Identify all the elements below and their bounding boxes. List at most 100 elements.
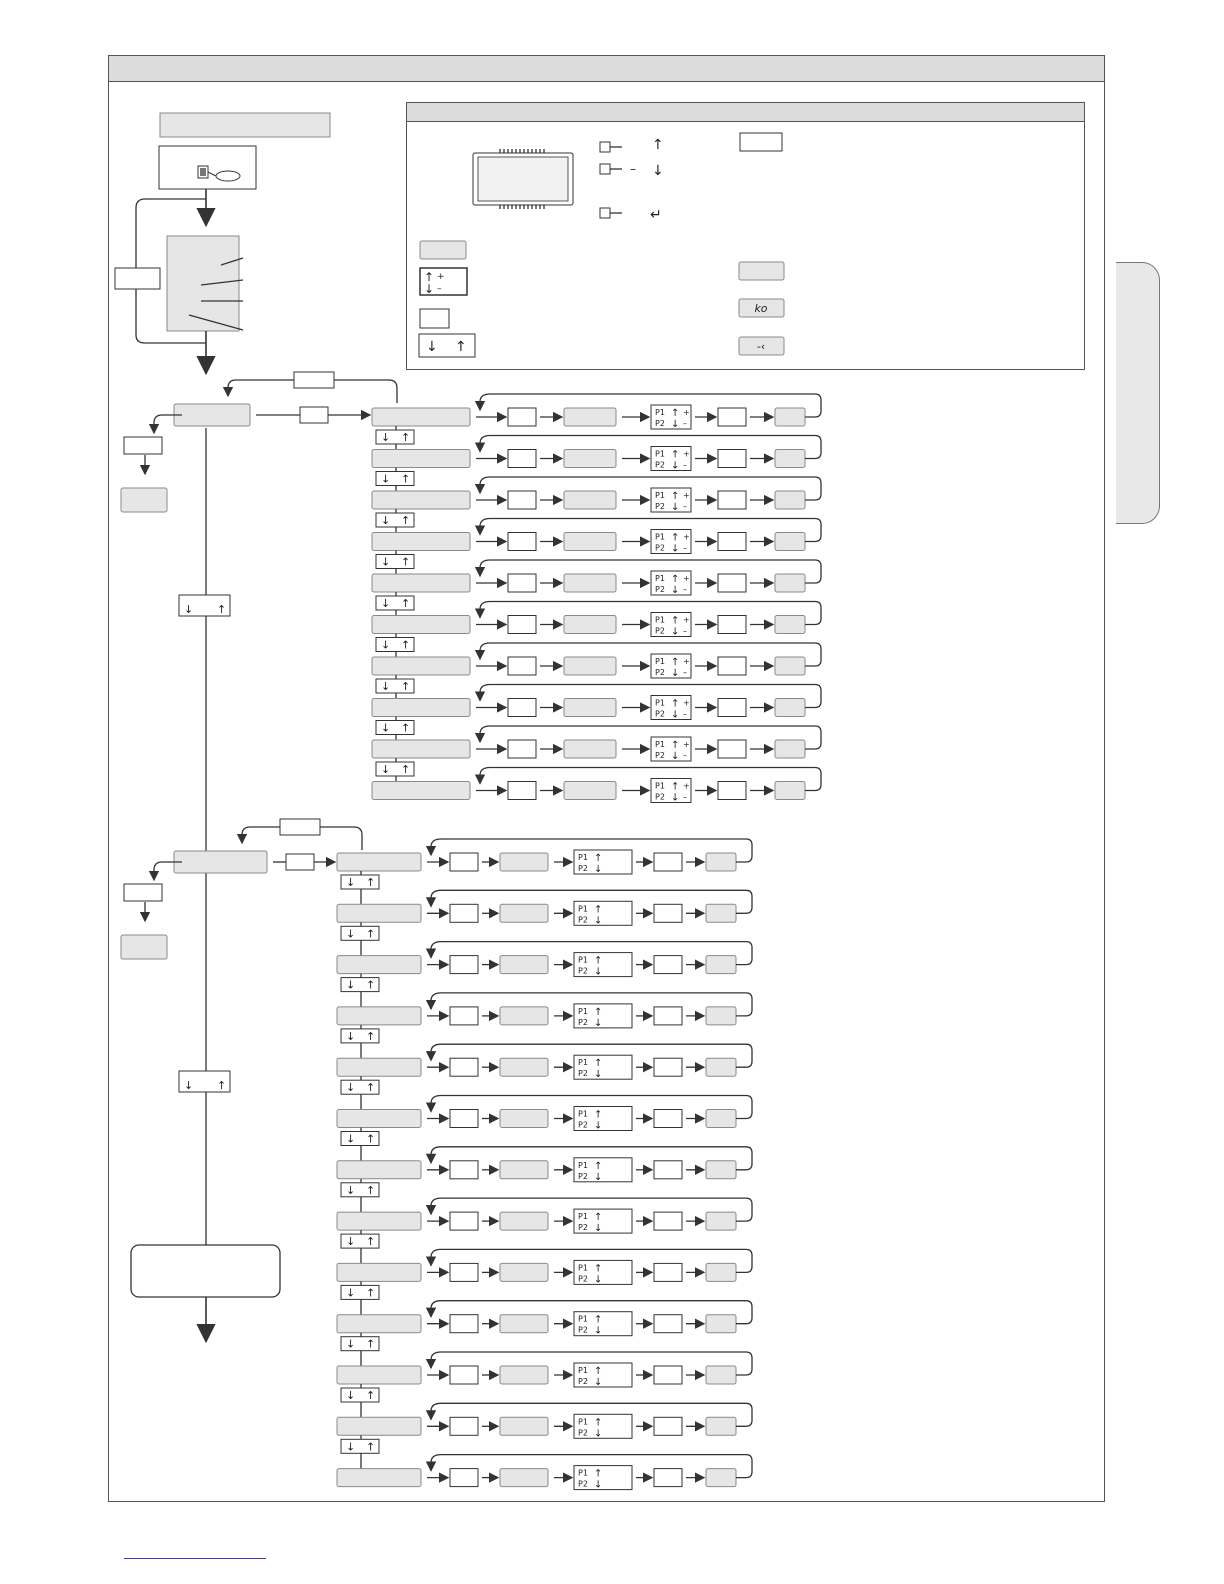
menu1-row-5[interactable] [371, 573, 471, 593]
menu1-row-nav-1[interactable]: ↓↑ [375, 429, 415, 445]
menu2-row-5[interactable] [336, 1057, 422, 1077]
footer-link-underline[interactable] [124, 1558, 266, 1559]
svg-text:↑: ↑ [594, 1161, 602, 1172]
svg-text:↓: ↓ [346, 1389, 355, 1402]
svg-text:–: – [683, 627, 687, 636]
menu1-row-nav-9[interactable]: ↓↑ [375, 761, 415, 777]
menu2-row-nav-7[interactable]: ↓↑ [340, 1182, 380, 1198]
menu1-row-9[interactable] [371, 739, 471, 759]
menu2-return-loop-12 [425, 1402, 753, 1427]
menu2-row-4[interactable] [336, 1006, 422, 1026]
menu1-row-4[interactable] [371, 532, 471, 551]
menu2-row-9[interactable] [336, 1262, 422, 1282]
menu2-confirm-box-12 [653, 1416, 683, 1436]
menu2-row-nav-10[interactable]: ↓↑ [340, 1336, 380, 1352]
svg-text:↑: ↑ [366, 1235, 375, 1248]
svg-text:ko: ko [754, 302, 767, 315]
svg-text:↑: ↑ [366, 1081, 375, 1094]
menu1-row-nav-7[interactable]: ↓↑ [375, 678, 415, 694]
menu2-row-nav-8[interactable]: ↓↑ [340, 1233, 380, 1249]
menu2-spine-nav[interactable]: ↓↑ [178, 1070, 231, 1093]
svg-text:–: – [630, 162, 636, 176]
menu2-row-nav-4[interactable]: ↓↑ [340, 1028, 380, 1044]
menu1-row-6[interactable] [371, 615, 471, 634]
menu2-row-nav-11[interactable]: ↓↑ [340, 1387, 380, 1403]
menu2-row-nav-1[interactable]: ↓↑ [340, 874, 380, 890]
menu2-row-1[interactable] [336, 852, 422, 872]
legend-small-box [419, 308, 450, 329]
legend-plus-minus-box: ↑ + ↓ – [419, 267, 468, 296]
menu2-row-12[interactable] [336, 1416, 422, 1436]
menu2-row-13[interactable] [336, 1468, 422, 1488]
svg-text:↑: ↑ [401, 431, 410, 444]
menu1-row-nav-6[interactable]: ↓↑ [375, 637, 415, 652]
menu1-row-1[interactable] [371, 407, 471, 427]
menu2-row-nav-9[interactable]: ↓↑ [340, 1284, 380, 1300]
menu2-head[interactable] [173, 850, 268, 874]
loop-label-box[interactable] [114, 267, 161, 290]
menu1-spine-nav[interactable]: ↓↑ [178, 594, 231, 617]
menu1-row-nav-8[interactable]: ↓↑ [375, 720, 415, 735]
svg-text:P2: P2 [655, 461, 665, 470]
menu2-result-12 [705, 1416, 737, 1436]
svg-text:P2: P2 [578, 1069, 588, 1078]
menu1-row-nav-5[interactable]: ↓↑ [375, 595, 415, 611]
menu2-row-11[interactable] [336, 1365, 422, 1385]
svg-text:+: + [683, 616, 690, 625]
menu2-row-nav-12[interactable]: ↓↑ [340, 1438, 380, 1454]
menu1-row-nav-3[interactable]: ↓↑ [375, 512, 415, 528]
menu2-row-nav-3[interactable]: ↓↑ [340, 977, 380, 993]
legend-display-icon [472, 152, 574, 206]
menu2-row-nav-6[interactable]: ↓↑ [340, 1131, 380, 1146]
menu1-confirm-box-5 [717, 573, 747, 593]
menu1-row-nav-2[interactable]: ↓↑ [375, 471, 415, 486]
menu2-row-7[interactable] [336, 1160, 422, 1180]
menu2-row-8[interactable] [336, 1211, 422, 1231]
menu1-row-10[interactable] [371, 781, 471, 800]
menu2-row-nav-5[interactable]: ↓↑ [340, 1079, 380, 1095]
menu1-row-2[interactable] [371, 449, 471, 468]
side-chapter-tab[interactable] [1116, 262, 1160, 524]
svg-text:↑: ↑ [366, 1440, 375, 1453]
menu1-row-7[interactable] [371, 656, 471, 676]
menu1-row-nav-4[interactable]: ↓↑ [375, 554, 415, 569]
menu2-row-nav-2[interactable]: ↓↑ [340, 925, 380, 941]
menu1-row-3[interactable] [371, 490, 471, 510]
svg-text:P2: P2 [655, 710, 665, 719]
menu1-head[interactable] [173, 403, 251, 427]
svg-text:+: + [683, 574, 690, 583]
menu2-row-2[interactable] [336, 903, 422, 923]
menu1-confirm-box-1 [717, 407, 747, 427]
legend-key-down: ↓ [652, 163, 664, 179]
menu2-row-10[interactable] [336, 1314, 422, 1334]
menu2-row-6[interactable] [336, 1109, 422, 1128]
menu1-display-3 [563, 490, 617, 510]
menu2-value-box-8 [449, 1211, 479, 1231]
menu1-row-8[interactable] [371, 698, 471, 717]
menu2-row-3[interactable] [336, 955, 422, 975]
menu1-value-box-9 [507, 739, 537, 759]
